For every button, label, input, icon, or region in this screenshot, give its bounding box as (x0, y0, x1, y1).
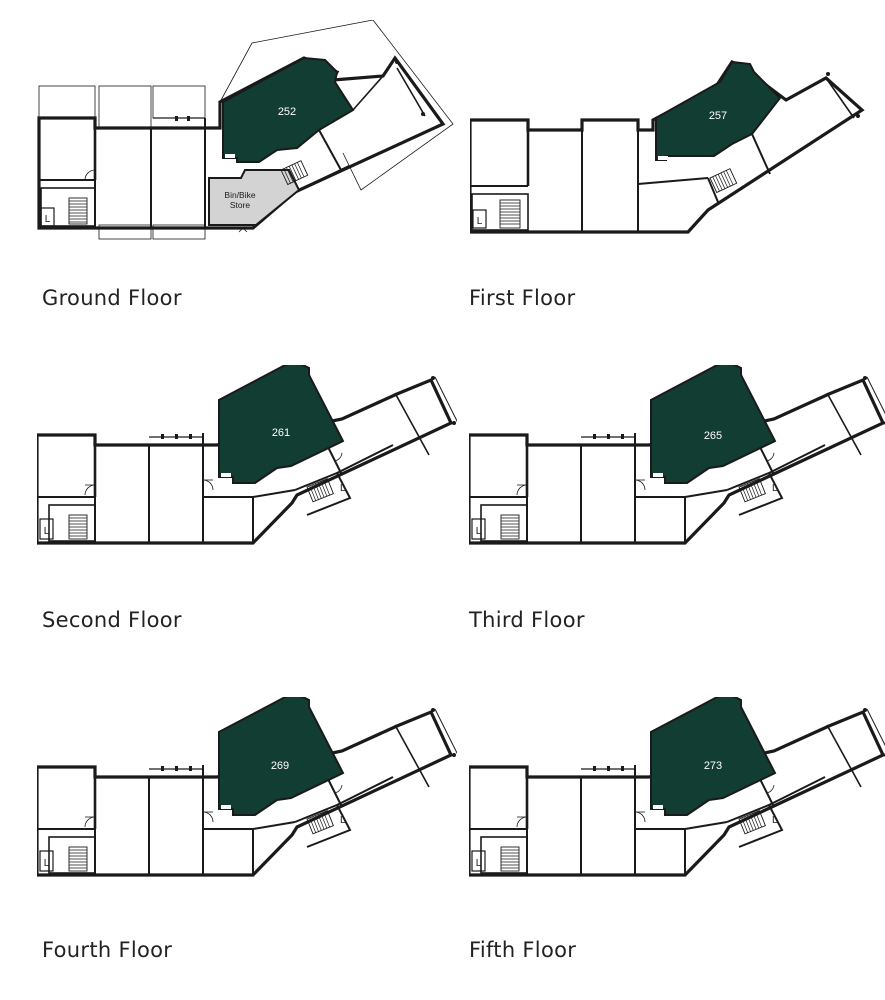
unit-number: 261 (272, 427, 290, 439)
floor-label-second: Second Floor (42, 608, 182, 632)
bin-store-label-line2: Store (230, 200, 251, 210)
unit-number: 265 (704, 430, 722, 442)
floor-plan-ground: L 252 Bin/Bike Store (37, 20, 454, 240)
floor-plan-second: 261 (37, 365, 457, 545)
floor-plan-third: 265 (469, 365, 885, 545)
floor-plan-first: L 257 (470, 60, 865, 234)
unit-number: 257 (709, 110, 727, 122)
unit-number: 273 (704, 760, 722, 772)
floor-label-third: Third Floor (469, 608, 585, 632)
floor-label-fourth: Fourth Floor (42, 938, 173, 962)
floor-plan-fourth: 269 (37, 697, 457, 877)
unit-number: 269 (271, 760, 289, 772)
floor-label-ground: Ground Floor (42, 286, 182, 310)
floor-plan-fifth: 273 (469, 697, 885, 877)
unit-number: 252 (278, 106, 296, 118)
bin-store-label-line1: Bin/Bike (224, 190, 255, 200)
floor-label-fifth: Fifth Floor (469, 938, 577, 962)
floor-label-first: First Floor (469, 286, 576, 310)
lift-mark: L (45, 214, 51, 225)
lift-mark: L (477, 216, 483, 227)
